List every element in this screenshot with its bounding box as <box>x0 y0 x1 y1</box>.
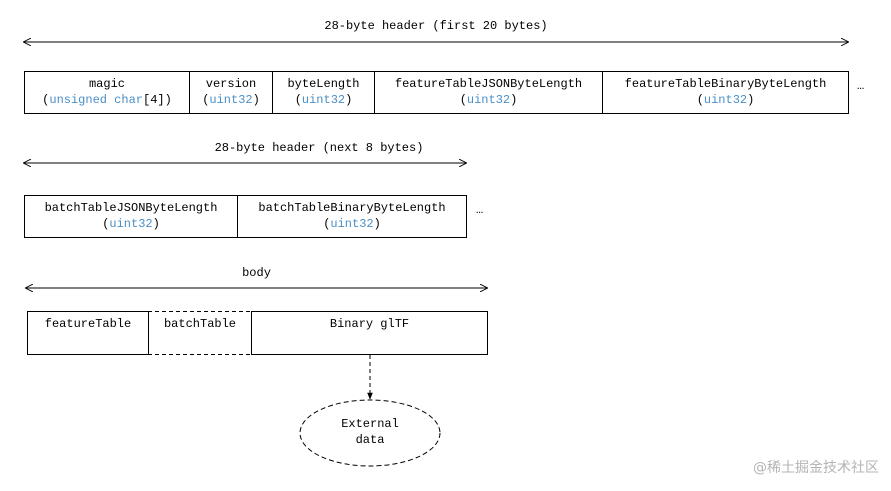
external-data-line-1: External <box>341 417 399 431</box>
feature-table-binary-byte-length-cell: featureTableBinaryByteLength (uint32) <box>603 76 848 108</box>
field-type: (uint32) <box>102 217 160 231</box>
field-type: (uint32) <box>696 93 755 107</box>
feature-table-json-byte-length-cell: featureTableJSONByteLength (uint32) <box>375 76 602 108</box>
feature-table-cell: featureTable <box>28 316 148 332</box>
field-name: byteLength <box>287 77 360 91</box>
field-name: magic <box>88 77 125 91</box>
field-type: (uint32) <box>459 93 518 107</box>
header-row-1-box <box>24 71 849 114</box>
watermark: @稀土掘金技术社区 <box>753 460 879 476</box>
magic-cell: magic (unsigned char[4]) <box>25 76 189 108</box>
feature-table-box <box>27 311 149 355</box>
external-data-line-2: data <box>355 433 385 447</box>
external-data-ellipse <box>299 399 441 467</box>
field-type: (unsigned char[4]) <box>42 93 172 107</box>
more-fields-ellipsis: … <box>857 79 865 93</box>
field-name: batchTable <box>163 317 236 331</box>
field-name: featureTableJSONByteLength <box>394 77 583 91</box>
field-name: featureTable <box>44 317 132 331</box>
byte-length-cell: byteLength (uint32) <box>273 76 374 108</box>
field-name: version <box>205 77 257 91</box>
header-next-8-bytes-title: 28-byte header (next 8 bytes) <box>214 141 424 155</box>
binary-gltf-box <box>251 311 488 355</box>
field-name: featureTableBinaryByteLength <box>624 77 827 91</box>
field-type: (uint32) <box>323 217 381 231</box>
batch-table-binary-byte-length-cell: batchTableBinaryByteLength (uint32) <box>238 200 466 232</box>
field-name: batchTableBinaryByteLength <box>258 201 446 215</box>
version-cell: version (uint32) <box>190 76 272 108</box>
external-data-label: External data <box>300 416 440 448</box>
header-row-2-box <box>24 195 467 238</box>
body-title: body <box>242 266 271 280</box>
batch-table-cell: batchTable <box>149 316 251 332</box>
header-first-20-bytes-title: 28-byte header (first 20 bytes) <box>324 19 548 33</box>
field-type: (uint32) <box>202 93 260 107</box>
binary-gltf-cell: Binary glTF <box>252 316 487 332</box>
field-name: batchTableJSONByteLength <box>44 201 218 215</box>
batch-table-json-byte-length-cell: batchTableJSONByteLength (uint32) <box>25 200 237 232</box>
field-type: (uint32) <box>294 93 353 107</box>
field-name: Binary glTF <box>329 317 410 331</box>
more-fields-ellipsis: … <box>476 203 484 217</box>
